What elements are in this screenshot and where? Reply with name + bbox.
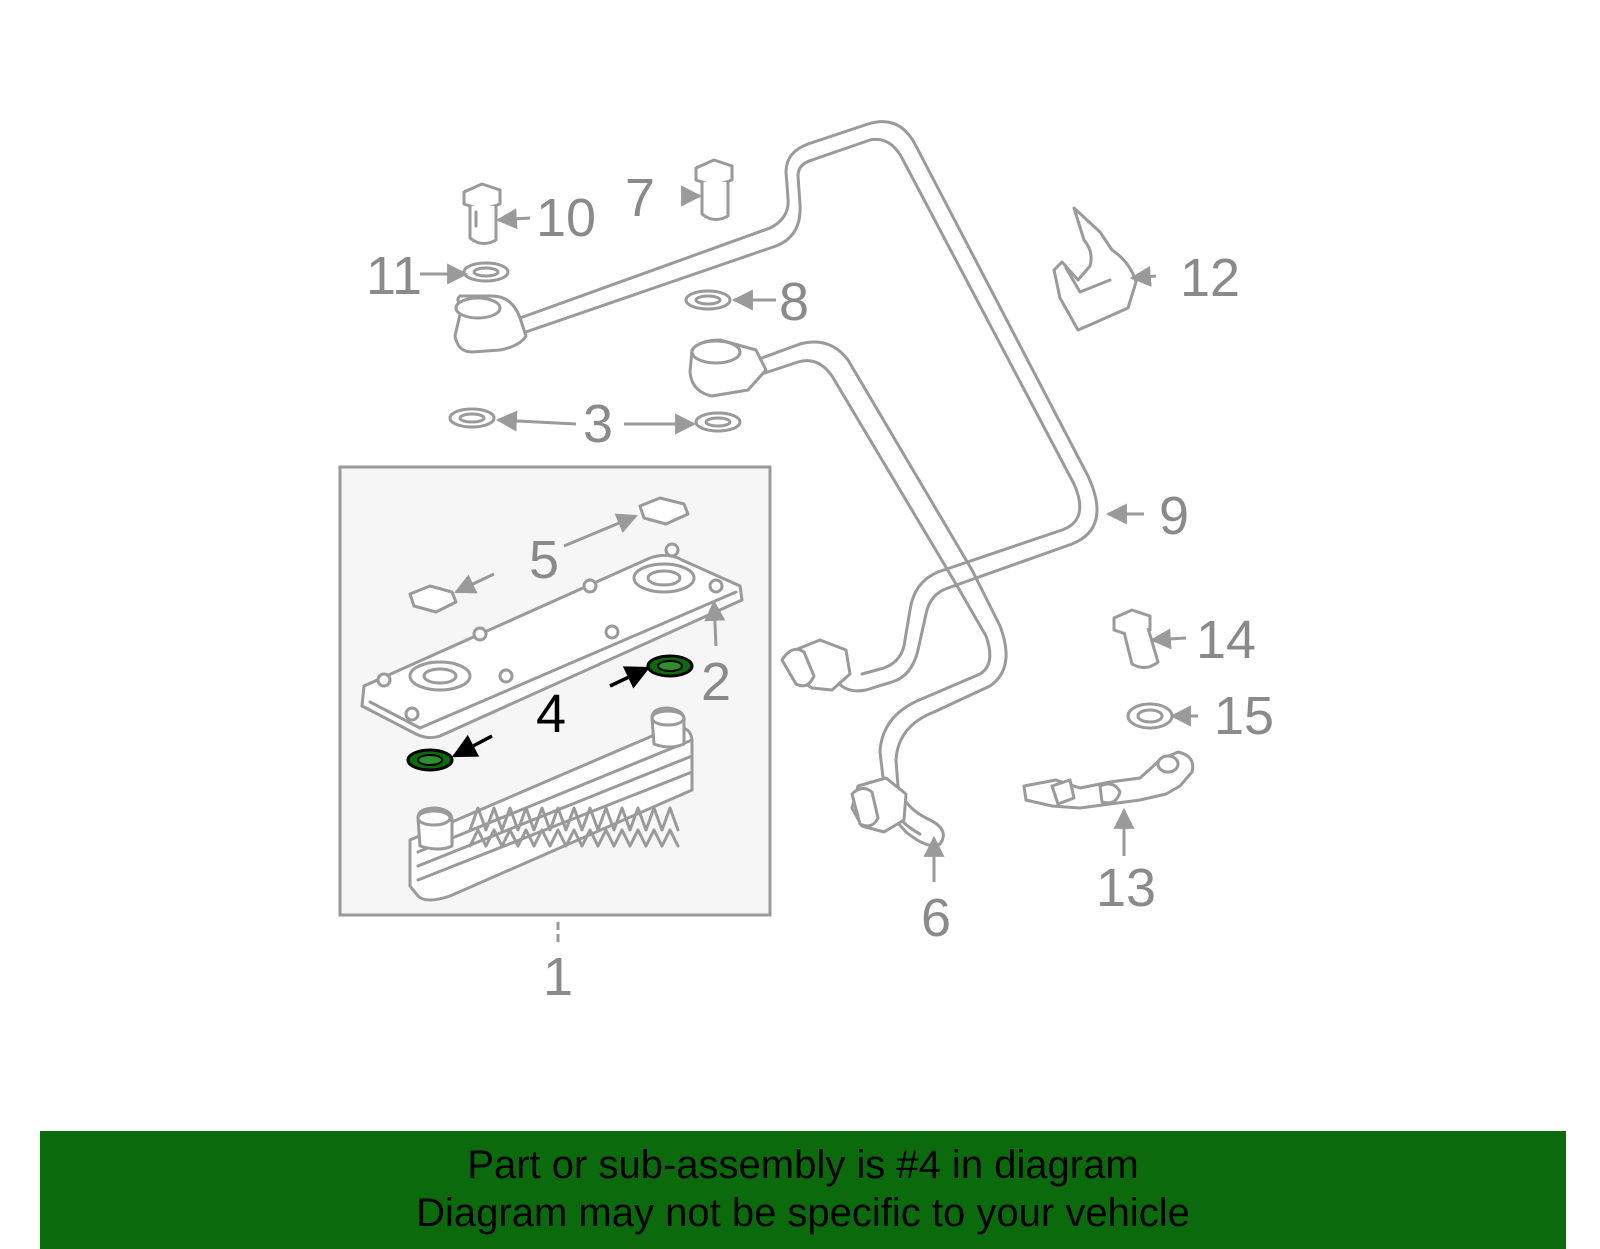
banner-line-2: Diagram may not be specific to your vehi… — [416, 1191, 1190, 1235]
callout-12: 12 — [1180, 248, 1240, 308]
callout-1: 1 — [543, 947, 573, 1007]
callout-13: 13 — [1096, 858, 1156, 918]
callout-15: 15 — [1214, 686, 1274, 746]
callout-14: 14 — [1196, 610, 1256, 670]
callout-10: 10 — [536, 188, 596, 248]
callout-6: 6 — [921, 888, 951, 948]
bracket-12 — [1052, 206, 1138, 332]
callout-4: 4 — [536, 684, 566, 744]
banjo-bolt-10 — [462, 182, 502, 245]
seal-4b-highlight — [646, 654, 694, 678]
seal-4a-highlight — [406, 748, 454, 772]
nut-5a-icon — [408, 584, 458, 614]
callout-2: 2 — [701, 652, 731, 712]
banner-line-1: Part or sub-assembly is #4 in diagram — [467, 1143, 1139, 1187]
oil-line-9 — [453, 120, 1099, 693]
oil-cooler-1 — [360, 542, 744, 902]
callout-7: 7 — [625, 168, 655, 228]
callout-8: 8 — [779, 272, 809, 332]
callout-9: 9 — [1159, 486, 1189, 546]
info-banner: Part or sub-assembly is #4 in diagram Di… — [40, 1131, 1566, 1249]
bolt-14 — [1112, 608, 1160, 669]
oil-line-6 — [688, 338, 1008, 847]
sensor-13 — [1022, 750, 1195, 810]
callout-5: 5 — [529, 530, 559, 590]
callout-11: 11 — [366, 246, 422, 306]
callout-3: 3 — [583, 394, 613, 454]
nut-5b-icon — [638, 496, 690, 526]
banjo-bolt-7 — [694, 158, 734, 221]
